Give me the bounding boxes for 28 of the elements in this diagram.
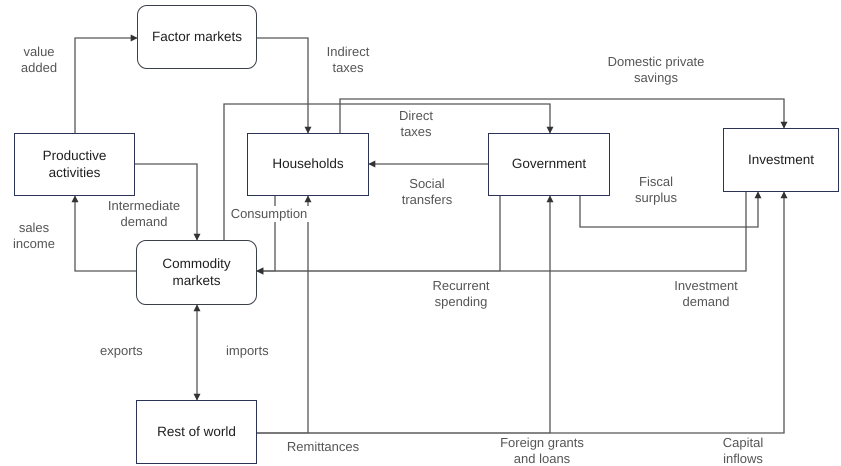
box (136, 400, 257, 464)
rounded-box (136, 240, 257, 305)
arrow (72, 195, 136, 272)
box (14, 133, 135, 196)
arrow (339, 98, 788, 133)
arrow (257, 191, 788, 434)
node-label: Productive activities (42, 148, 108, 182)
node-label: Government (512, 156, 586, 173)
box (723, 128, 839, 192)
arrow (256, 192, 747, 274)
flow-label: exports (100, 343, 143, 359)
arrow (579, 191, 762, 228)
node-label: Commodity markets (161, 256, 232, 290)
edge-label: Consumption (228, 206, 310, 222)
node-label: Factor markets (152, 28, 242, 46)
arrow (74, 34, 138, 133)
arrow (194, 304, 200, 401)
node-label: Investment (748, 152, 814, 168)
arrow (223, 103, 554, 240)
arrow (257, 37, 312, 134)
flow-label: imports (226, 343, 269, 359)
node-label: Rest of world (157, 424, 236, 440)
box (247, 133, 369, 196)
rounded-box (137, 5, 257, 69)
box (488, 133, 610, 196)
node-label: Households (272, 156, 344, 173)
arrow (368, 160, 488, 168)
arrow (135, 163, 200, 241)
